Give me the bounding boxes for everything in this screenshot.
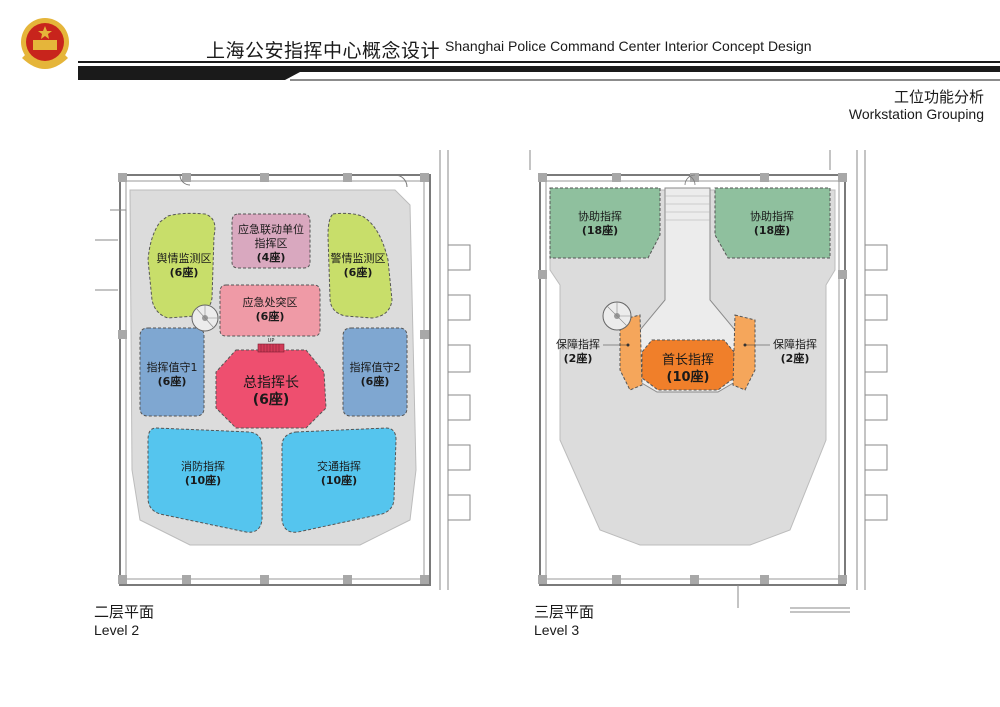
seats-xiezhu-1: (18座) xyxy=(582,223,618,237)
seats-yingji-chutu: (6座) xyxy=(256,309,285,323)
label-yingji-chutu: 应急处突区 xyxy=(243,295,298,309)
stair-up-label: UP xyxy=(268,338,275,344)
zone-zhishou-1 xyxy=(139,327,205,417)
section-title-en: Workstation Grouping xyxy=(848,106,984,122)
label-zhishou-2: 指挥值守2 xyxy=(350,360,401,374)
level2-plan: UP 舆情监测区 (6座) 应急联动单位 指挥区 (4座) 警情监测区 (6座)… xyxy=(95,150,471,590)
label-yingji-liandong-2: 指挥区 xyxy=(255,236,288,250)
zone-shouzhang xyxy=(641,339,735,391)
label-xiezhu-2: 协助指挥 xyxy=(750,209,794,223)
spiral-stair-icon xyxy=(191,304,219,332)
zone-jingqing xyxy=(327,212,393,319)
level3-title-en: Level 3 xyxy=(534,622,580,638)
zone-xiaofang xyxy=(147,427,263,533)
label-xiaofang: 消防指挥 xyxy=(181,459,225,473)
label-baozhang-2: 保障指挥 xyxy=(773,337,817,351)
level2-title-en: Level 2 xyxy=(94,622,140,638)
label-jiaotong: 交通指挥 xyxy=(317,459,361,473)
zone-jiaotong xyxy=(281,427,397,533)
zone-xiezhu-1 xyxy=(549,187,661,259)
label-xiezhu-1: 协助指挥 xyxy=(578,209,622,223)
seats-yuqing: (6座) xyxy=(170,265,199,279)
seats-zong-zhihui: (6座) xyxy=(253,391,290,408)
zone-baozhang-2 xyxy=(732,314,756,391)
header-rule xyxy=(78,61,1000,81)
page-title-en: Shanghai Police Command Center Interior … xyxy=(445,38,812,54)
spiral-stair-l3-icon xyxy=(602,301,632,331)
police-emblem-icon xyxy=(21,18,69,69)
label-jingqing: 警情监测区 xyxy=(331,251,386,265)
zone-yingji-chutu xyxy=(219,284,321,337)
page-title-cn: 上海公安指挥中心概念设计 xyxy=(206,40,441,62)
label-yingji-liandong: 应急联动单位 xyxy=(238,222,304,236)
level3-plan: 协助指挥 (18座) 协助指挥 (18座) 保障指挥 (2座) 首长指挥 (10… xyxy=(529,150,888,613)
seats-xiezhu-2: (18座) xyxy=(754,223,790,237)
seats-yingji-liandong: (4座) xyxy=(257,250,286,264)
stair-up-icon: UP xyxy=(257,338,285,353)
label-zong-zhihui: 总指挥长 xyxy=(243,375,299,391)
seats-jingqing: (6座) xyxy=(344,265,373,279)
seats-shouzhang: (10座) xyxy=(667,369,710,385)
seats-baozhang-2: (2座) xyxy=(781,351,810,365)
zone-zhishou-2 xyxy=(342,327,408,417)
seats-zhishou-1: (6座) xyxy=(158,374,187,388)
zone-baozhang-1 xyxy=(619,314,643,391)
zone-xiezhu-2 xyxy=(714,187,831,259)
label-shouzhang: 首长指挥 xyxy=(662,353,714,368)
section-title-cn: 工位功能分析 xyxy=(893,88,984,106)
level2-title-cn: 二层平面 xyxy=(94,603,155,621)
seats-jiaotong: (10座) xyxy=(321,473,357,487)
label-yuqing: 舆情监测区 xyxy=(157,251,212,265)
seats-baozhang-1: (2座) xyxy=(564,351,593,365)
zone-yingji-liandong xyxy=(231,213,311,269)
label-baozhang-1: 保障指挥 xyxy=(556,337,600,351)
label-zhishou-1: 指挥值守1 xyxy=(147,360,198,374)
level3-title-cn: 三层平面 xyxy=(534,603,595,621)
seats-zhishou-2: (6座) xyxy=(361,374,390,388)
seats-xiaofang: (10座) xyxy=(185,473,221,487)
zone-zong-zhihui xyxy=(215,349,327,429)
